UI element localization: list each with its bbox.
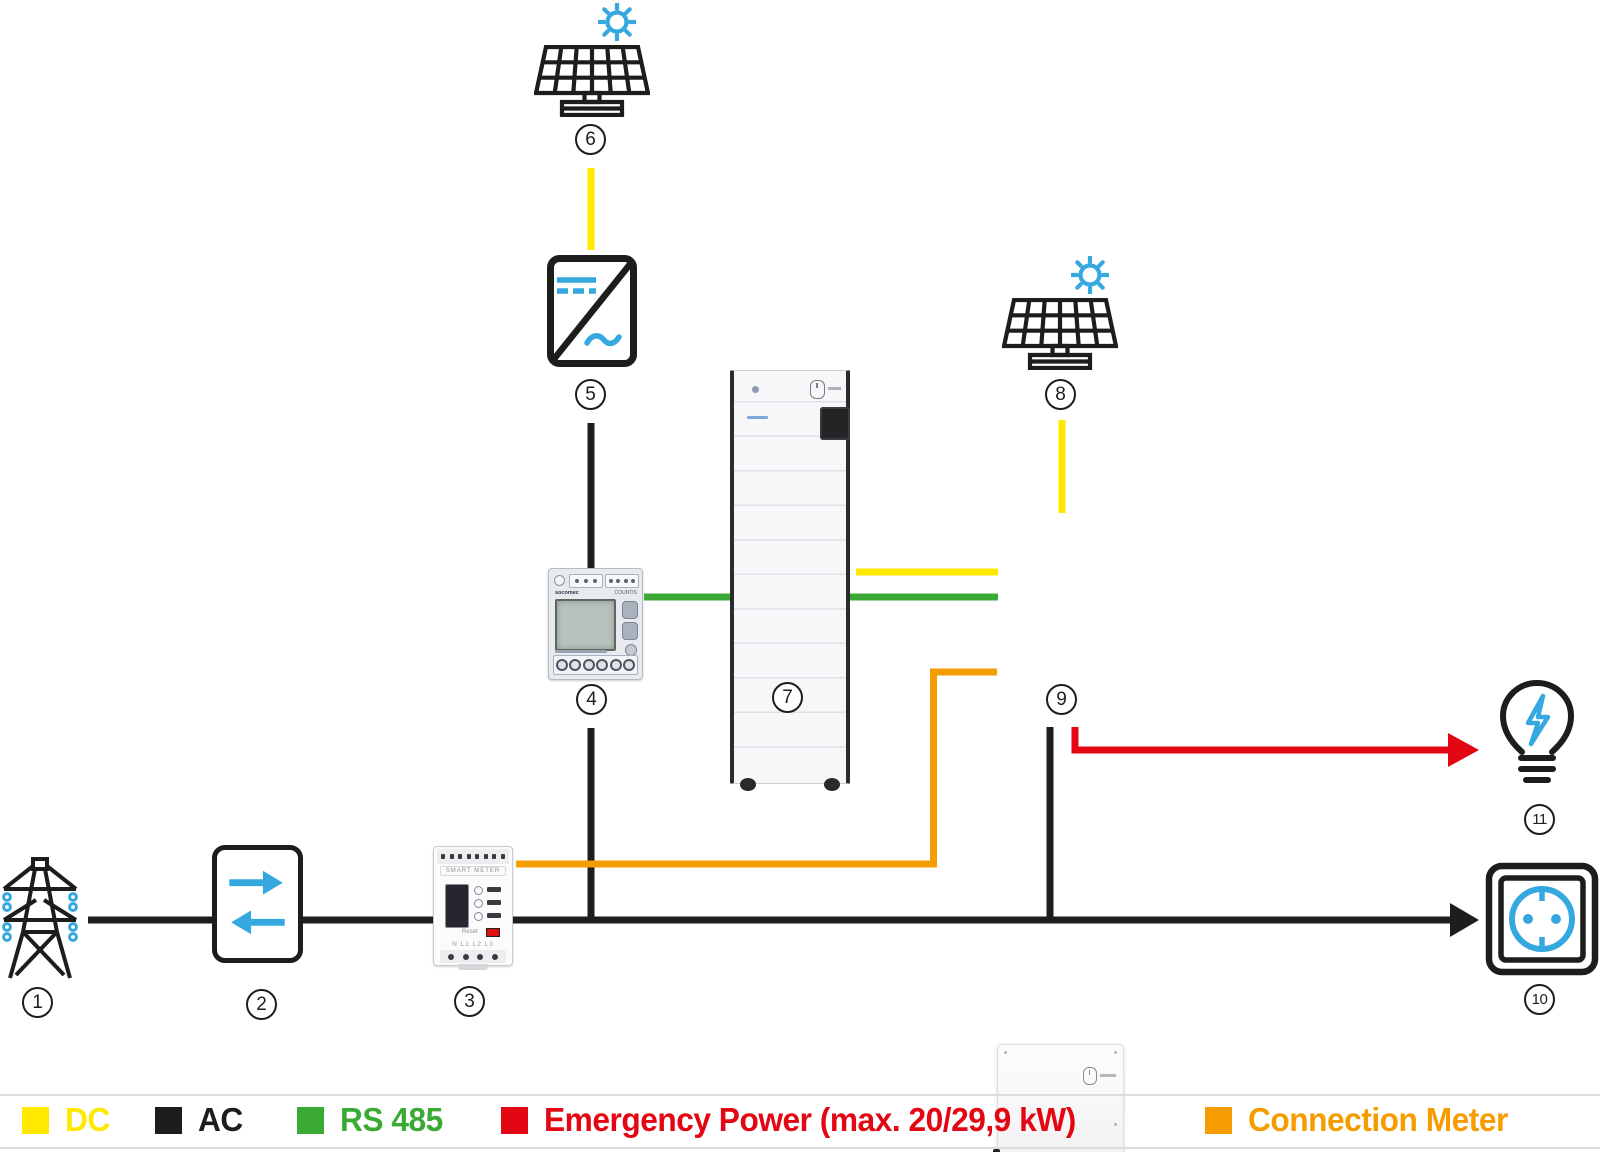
power-button-icon bbox=[810, 380, 825, 399]
legend-divider-bottom bbox=[0, 1147, 1600, 1149]
legend-item-connection-meter: Connection Meter bbox=[1205, 1101, 1519, 1139]
sun-icon bbox=[1071, 256, 1109, 294]
node-number-label: 9 bbox=[1056, 689, 1067, 710]
legend-item-emergency-power: Emergency Power (max. 20/29,9 kW) bbox=[501, 1101, 1098, 1139]
node-number-label: 1 bbox=[32, 992, 43, 1013]
smart-meter-device: SMART METER Reset N L1 L2 L3 bbox=[433, 846, 513, 970]
smart-meter-display bbox=[445, 884, 469, 928]
ac-arrowhead-socket bbox=[1450, 903, 1479, 937]
legend-swatch-connection-meter bbox=[1205, 1106, 1232, 1134]
smart-meter-reset-button bbox=[486, 928, 500, 937]
sun-icon bbox=[598, 3, 636, 41]
legend-label-dc: DC bbox=[65, 1101, 110, 1138]
node-number-label: 8 bbox=[1055, 384, 1066, 405]
energy-meter-device: socomec COUNTIS bbox=[548, 568, 643, 680]
smart-meter-reset-label: Reset bbox=[462, 929, 478, 935]
emergency-arrowhead-bulb bbox=[1448, 733, 1479, 767]
legend-swatch-emergency-power bbox=[501, 1106, 528, 1134]
energy-meter-button-up bbox=[622, 601, 638, 619]
node-number-label: 11 bbox=[1532, 811, 1547, 828]
energy-meter-model: COUNTIS bbox=[614, 590, 638, 596]
smart-meter-bottom-terminals bbox=[440, 950, 506, 963]
node-number-label: 6 bbox=[585, 129, 596, 150]
node-number-battery: 7 bbox=[772, 682, 803, 713]
exchange-meter-box bbox=[212, 845, 303, 963]
energy-meter-terminals-bottom bbox=[553, 655, 638, 675]
node-number-exchange-meter: 2 bbox=[246, 989, 277, 1020]
legend-label-ac: AC bbox=[198, 1101, 243, 1138]
power-button-icon bbox=[1083, 1067, 1097, 1085]
connection-meter-line bbox=[516, 668, 997, 868]
node-number-label: 5 bbox=[585, 384, 596, 405]
hybrid-inverter-device bbox=[993, 1044, 1124, 1152]
node-number-label: 4 bbox=[586, 689, 597, 710]
legend-item-ac: AC bbox=[155, 1101, 245, 1139]
node-number-label: 3 bbox=[464, 991, 475, 1012]
legend-label-connection-meter: Connection Meter bbox=[1248, 1101, 1508, 1138]
legend-swatch-ac bbox=[155, 1106, 182, 1134]
node-number-grid: 1 bbox=[22, 987, 53, 1018]
smart-meter-top-terminals bbox=[437, 849, 509, 864]
node-number-emergency-load: 11 bbox=[1524, 804, 1555, 835]
battery-foot bbox=[824, 778, 840, 791]
pv-array-icon-1 bbox=[534, 45, 650, 117]
node-number-socket: 10 bbox=[1524, 984, 1555, 1015]
pv-array-icon-2 bbox=[1002, 298, 1118, 370]
legend-label-rs485: RS 485 bbox=[340, 1101, 443, 1138]
ac-sine-symbol bbox=[584, 333, 622, 347]
emergency-power-line bbox=[1071, 727, 1450, 754]
socket-icon bbox=[1485, 862, 1599, 976]
grid-pylon-icon bbox=[2, 856, 78, 980]
node-number-smart-meter: 3 bbox=[454, 986, 485, 1017]
emergency-light-icon bbox=[1496, 678, 1578, 800]
bidirectional-arrows-icon bbox=[229, 870, 285, 935]
node-number-inverter-symbol: 5 bbox=[575, 379, 606, 410]
legend-item-dc: DC bbox=[22, 1101, 112, 1139]
legend-divider-top bbox=[0, 1094, 1600, 1096]
energy-meter-brand: socomec bbox=[555, 590, 579, 596]
battery-bms-box bbox=[820, 407, 850, 440]
node-number-pv1: 6 bbox=[575, 124, 606, 155]
battery-foot bbox=[740, 778, 756, 791]
smart-meter-label: SMART METER bbox=[440, 866, 506, 876]
lightning-bolt-icon bbox=[1525, 693, 1551, 747]
node-number-label: 10 bbox=[1531, 991, 1548, 1008]
legend-swatch-rs485 bbox=[297, 1106, 324, 1134]
smart-meter-terminal-labels: N L1 L2 L3 bbox=[452, 941, 494, 948]
node-number-pv2: 8 bbox=[1045, 379, 1076, 410]
node-number-energy-meter: 4 bbox=[576, 684, 607, 715]
node-number-label: 7 bbox=[782, 687, 793, 708]
node-number-label: 2 bbox=[256, 994, 267, 1015]
energy-meter-button-down bbox=[622, 622, 638, 640]
legend-label-emergency-power: Emergency Power (max. 20/29,9 kW) bbox=[544, 1101, 1076, 1138]
inverter-symbol bbox=[546, 254, 638, 368]
legend-swatch-dc bbox=[22, 1106, 49, 1134]
battery-logo-dot bbox=[752, 386, 759, 393]
energy-meter-terminals-top-left bbox=[569, 574, 603, 588]
battery-tower bbox=[730, 370, 850, 791]
legend-item-rs485: RS 485 bbox=[297, 1101, 447, 1139]
energy-meter-terminals-top-right bbox=[605, 574, 639, 588]
energy-meter-display bbox=[555, 599, 616, 651]
node-number-hybrid-inverter: 9 bbox=[1046, 684, 1077, 715]
